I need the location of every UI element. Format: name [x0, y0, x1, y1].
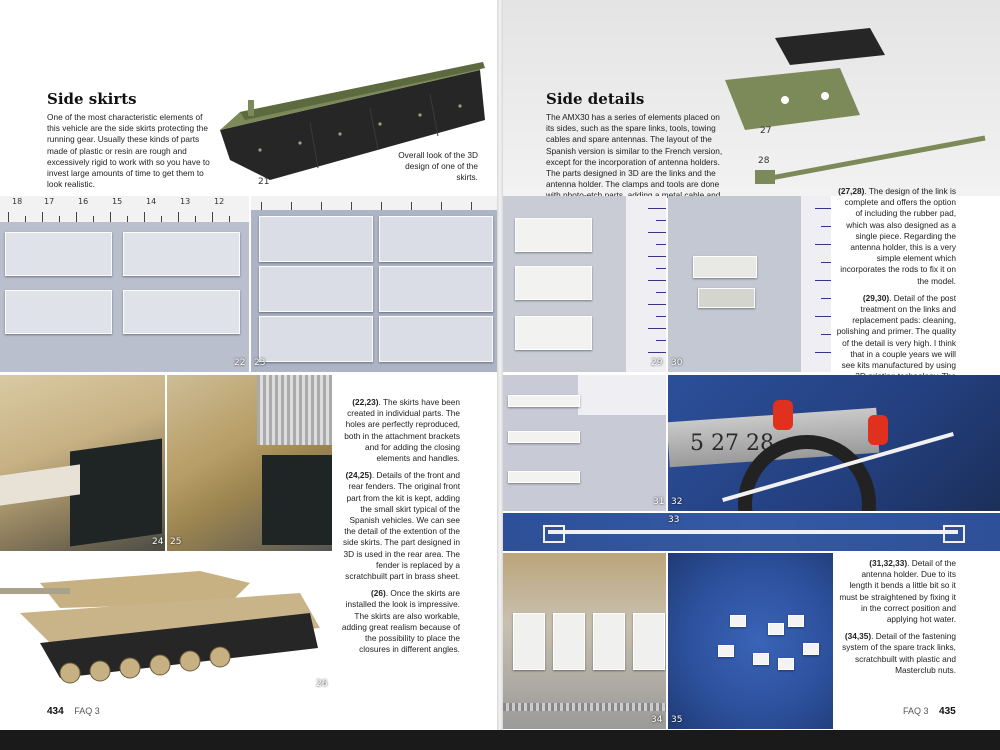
section-title-side-details: Side details: [546, 90, 645, 108]
figure-number-21: 21: [258, 177, 270, 187]
figure-23-skirt-parts: 23: [251, 196, 497, 372]
page-number-right: 435: [939, 706, 956, 717]
para-24-25: (24,25). Details of the front and rear f…: [343, 470, 460, 582]
tank-illustration: [0, 553, 330, 693]
figure-33-antenna-holder-full: 33: [503, 513, 1000, 551]
figure-22-skirt-parts: 18 17 16 15 14 13 12 22: [0, 196, 249, 372]
figure-number-23: 23: [254, 358, 266, 368]
cable-34: [503, 703, 666, 711]
figure-number-27: 27: [760, 126, 772, 136]
intro-side-skirts: One of the most characteristic elements …: [47, 112, 212, 196]
para-34-35: (34,35). Detail of the fastening system …: [842, 631, 956, 675]
figure-30-pads: 30: [668, 196, 831, 372]
intro-side-skirts-text: One of the most characteristic elements …: [47, 112, 210, 190]
figure-31-antenna-holders: 31: [503, 375, 666, 511]
ruler-23: [251, 196, 497, 210]
text-column-31-35: (31,32,33). Detail of the antenna holder…: [838, 558, 956, 682]
figure-number-26: 26: [316, 679, 328, 689]
para-22-23: (22,23). The skirts have been created in…: [344, 397, 460, 464]
figure-number-30: 30: [671, 358, 683, 368]
figure-number-29: 29: [651, 358, 663, 368]
caption-21: Overall look of the 3D design of one of …: [398, 150, 478, 183]
para-27-28: (27,28). The design of the link is compl…: [838, 186, 956, 286]
para-31-33: (31,32,33). Detail of the antenna holder…: [839, 558, 956, 625]
figure-26-tank: 26: [0, 553, 330, 693]
antenna-part-33: [548, 530, 958, 534]
figure-number-34: 34: [651, 715, 663, 725]
page-number-left: 434: [47, 706, 64, 717]
folio-left: 434 FAQ 3: [47, 706, 100, 717]
figure-25-rear-fender: 25: [167, 375, 332, 551]
clamp-red-32b: [868, 415, 888, 445]
magazine-spread: Side skirts One of the most characterist…: [0, 0, 1000, 730]
figure-21-skirt-render: 21: [200, 40, 495, 190]
text-column-left-page: (22,23). The skirts have been created in…: [340, 397, 460, 661]
clamp-red-32: [773, 400, 793, 430]
ruler-22: 18 17 16 15 14 13 12: [0, 196, 249, 222]
antenna-end-left-33: [543, 525, 565, 543]
figure-29-links: 29: [503, 196, 666, 372]
figure-34-track-links-fastening: 34: [503, 553, 666, 729]
figure-number-24: 24: [152, 537, 164, 547]
running-head-right: FAQ 3: [903, 706, 929, 716]
figure-35-scratchbuilt-clamps: 35: [668, 553, 833, 729]
para-26: (26). Once the skirts are installed the …: [341, 588, 460, 655]
figure-number-32: 32: [671, 497, 683, 507]
vertical-ruler-29: [626, 196, 666, 372]
figure-number-28: 28: [758, 156, 770, 166]
spine-gutter: [497, 0, 503, 730]
figure-number-33: 33: [668, 515, 680, 525]
figure-number-31: 31: [653, 497, 665, 507]
ruler-31: [578, 375, 666, 415]
figure-number-22: 22: [234, 358, 246, 368]
skirt-render-illustration: [220, 62, 485, 180]
folio-right: FAQ 3 435: [903, 706, 956, 717]
link-render-illustration: [725, 28, 986, 184]
figure-number-25: 25: [170, 537, 182, 547]
figure-27-28-renders: 27 28: [720, 20, 990, 190]
figure-number-35: 35: [671, 715, 683, 725]
figure-24-front-fender: 24: [0, 375, 165, 551]
antenna-end-right-33: [943, 525, 965, 543]
section-title-side-skirts: Side skirts: [47, 90, 137, 108]
figure-32-antenna-fitting: 5 27 28 32: [668, 375, 1000, 511]
running-head-left: FAQ 3: [74, 706, 100, 716]
vertical-ruler-30: [801, 196, 831, 372]
